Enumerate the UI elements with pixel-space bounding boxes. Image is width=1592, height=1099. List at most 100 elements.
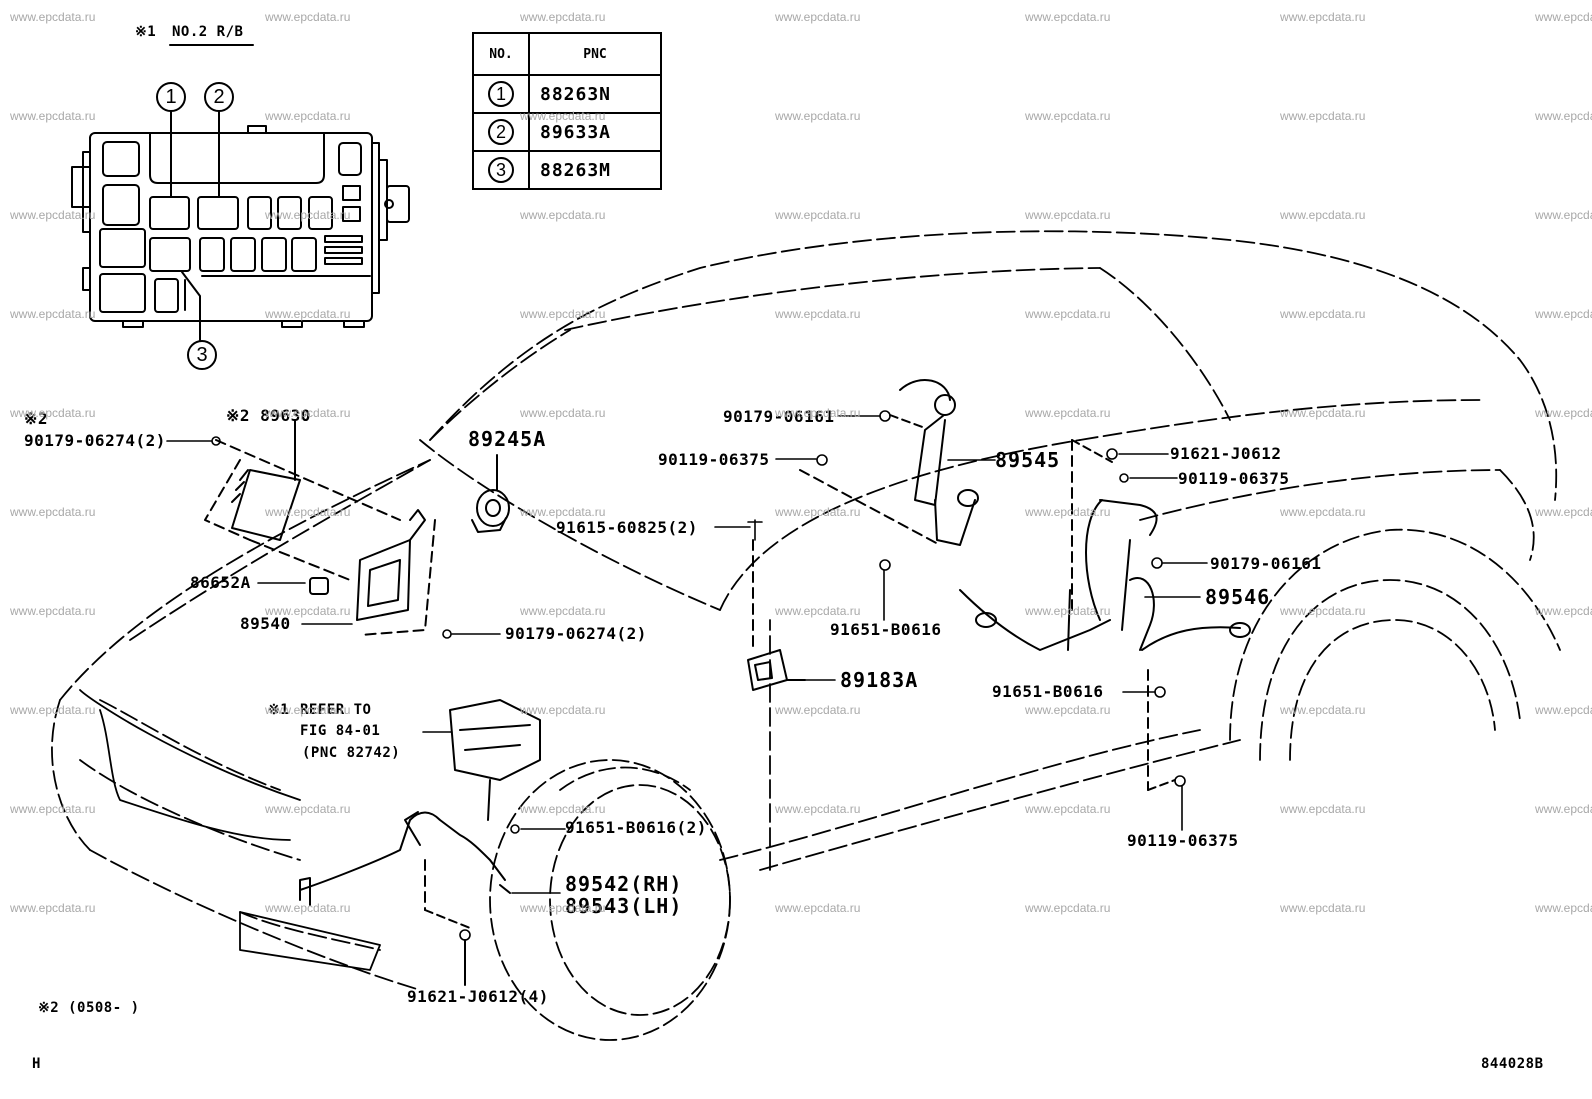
part-label-90119-06375-top[interactable]: 90119-06375 <box>658 450 770 469</box>
pnc-value[interactable]: 88263N <box>528 74 662 114</box>
part-label-89630[interactable]: ※2 89630 <box>226 406 311 425</box>
watermark-text: www.epcdata.ru <box>775 307 861 321</box>
part-label-89183A[interactable]: 89183A <box>840 668 919 692</box>
part-label-89542-rh[interactable]: 89542(RH) <box>565 872 683 896</box>
watermark-text: www.epcdata.ru <box>1535 604 1592 618</box>
part-label-86652A[interactable]: 86652A <box>190 573 251 592</box>
part-label-91621-J0612-top[interactable]: 91621-J0612 <box>1170 444 1282 463</box>
pnc-value[interactable]: 88263M <box>528 150 662 190</box>
watermark-text: www.epcdata.ru <box>265 109 351 123</box>
part-label-90119-06375-right[interactable]: 90119-06375 <box>1178 469 1290 488</box>
part-label-91651-B0616-mid[interactable]: 91651-B0616 <box>830 620 942 639</box>
watermark-text: www.epcdata.ru <box>1280 505 1366 519</box>
region-code: H <box>32 1056 41 1072</box>
part-label-89543-lh[interactable]: 89543(LH) <box>565 894 683 918</box>
watermark-text: www.epcdata.ru <box>1280 703 1366 717</box>
footnote-date-range: ※2 (0508- ) <box>38 1000 140 1016</box>
leader-lines <box>166 415 1208 894</box>
front-wheel <box>489 759 731 1041</box>
harness-89542-drawing <box>299 811 511 986</box>
watermark-text: www.epcdata.ru <box>520 307 606 321</box>
harness-89546-drawing <box>959 439 1251 791</box>
headlight <box>79 689 381 971</box>
pnc-table: NO. PNC 1 88263N 2 89633A 3 88263M <box>472 32 662 190</box>
watermark-text: www.epcdata.ru <box>775 109 861 123</box>
watermark-text: www.epcdata.ru <box>1535 307 1592 321</box>
watermark-text: www.epcdata.ru <box>1025 505 1111 519</box>
watermark-text: www.epcdata.ru <box>775 802 861 816</box>
watermark-text: www.epcdata.ru <box>10 406 96 420</box>
watermark-text: www.epcdata.ru <box>10 307 96 321</box>
part-label-90179-06161-right[interactable]: 90179-06161 <box>1210 554 1322 573</box>
part-label-91651-B0616-front[interactable]: 91651-B0616(2) <box>565 818 707 837</box>
title-note: ※1 <box>135 24 157 40</box>
watermark-text: www.epcdata.ru <box>775 10 861 24</box>
watermark-text: www.epcdata.ru <box>1535 406 1592 420</box>
watermark-text: www.epcdata.ru <box>520 901 606 915</box>
watermark-text: www.epcdata.ru <box>265 505 351 519</box>
watermark-text: www.epcdata.ru <box>520 406 606 420</box>
watermark-text: www.epcdata.ru <box>265 307 351 321</box>
watermark-text: www.epcdata.ru <box>265 208 351 222</box>
callout-1[interactable]: 1 <box>156 82 186 112</box>
watermark-text: www.epcdata.ru <box>265 802 351 816</box>
watermark-text: www.epcdata.ru <box>265 604 351 618</box>
part-label-91621-J0612-front[interactable]: 91621-J0612(4) <box>407 987 549 1006</box>
watermark-text: www.epcdata.ru <box>10 901 96 915</box>
watermark-text: www.epcdata.ru <box>775 901 861 915</box>
refer-line-2[interactable]: FIG 84-01 <box>300 723 381 739</box>
harness-89545-drawing <box>799 379 979 546</box>
watermark-text: www.epcdata.ru <box>520 109 606 123</box>
part-label-90179-06274-top[interactable]: 90179-06274(2) <box>24 431 166 450</box>
table-row[interactable]: 2 89633A <box>472 112 662 152</box>
watermark-text: www.epcdata.ru <box>10 505 96 519</box>
car-body-outline <box>51 230 1558 991</box>
part-label-90179-06274-bottom[interactable]: 90179-06274(2) <box>505 624 647 643</box>
figure-code: 844028B <box>1481 1056 1544 1072</box>
watermark-text: www.epcdata.ru <box>10 604 96 618</box>
watermark-text: www.epcdata.ru <box>775 406 861 420</box>
part-label-91615-60825[interactable]: 91615-60825(2) <box>556 518 698 537</box>
part-label-89245A[interactable]: 89245A <box>468 427 547 451</box>
rear-wheel <box>1229 528 1561 761</box>
part-label-90179-06161-top[interactable]: 90179-06161 <box>723 407 835 426</box>
diagram-title: NO.2 R/B <box>172 24 244 40</box>
watermark-text: www.epcdata.ru <box>10 802 96 816</box>
header-pnc: PNC <box>528 32 662 76</box>
watermark-text: www.epcdata.ru <box>1025 901 1111 915</box>
table-row[interactable]: 3 88263M <box>472 150 662 190</box>
pnc-value[interactable]: 89633A <box>528 112 662 152</box>
part-label-91651-B0616-right[interactable]: 91651-B0616 <box>992 682 1104 701</box>
watermark-text: www.epcdata.ru <box>1535 703 1592 717</box>
relay-block-installed-drawing <box>449 699 541 821</box>
watermark-text: www.epcdata.ru <box>1025 109 1111 123</box>
watermark-text: www.epcdata.ru <box>775 208 861 222</box>
part-label-89540[interactable]: 89540 <box>240 614 291 633</box>
watermark-text: www.epcdata.ru <box>520 604 606 618</box>
relay-block-drawing <box>71 109 410 341</box>
ecu-89540-drawing <box>309 509 436 636</box>
watermark-text: www.epcdata.ru <box>10 109 96 123</box>
part-label-90119-06375-bottom[interactable]: 90119-06375 <box>1127 831 1239 850</box>
part-label-89545[interactable]: 89545 <box>995 448 1061 472</box>
refer-line-3: (PNC 82742) <box>302 745 401 761</box>
callout-2[interactable]: 2 <box>204 82 234 112</box>
watermark-text: www.epcdata.ru <box>1280 307 1366 321</box>
watermark-text: www.epcdata.ru <box>265 901 351 915</box>
watermark-text: www.epcdata.ru <box>775 505 861 519</box>
watermark-text: www.epcdata.ru <box>1025 208 1111 222</box>
module-89630-drawing <box>204 419 401 581</box>
callout-3[interactable]: 3 <box>187 340 217 370</box>
watermark-text: www.epcdata.ru <box>10 703 96 717</box>
watermark-text: www.epcdata.ru <box>1280 802 1366 816</box>
fasteners <box>211 410 1186 941</box>
watermark-text: www.epcdata.ru <box>1280 10 1366 24</box>
watermark-text: www.epcdata.ru <box>1280 901 1366 915</box>
watermark-text: www.epcdata.ru <box>1535 10 1592 24</box>
part-label-89546[interactable]: 89546 <box>1205 585 1271 609</box>
watermark-text: www.epcdata.ru <box>1535 505 1592 519</box>
watermark-text: www.epcdata.ru <box>10 10 96 24</box>
part-note-90179-06274: ※2 <box>24 409 49 428</box>
table-row[interactable]: 1 88263N <box>472 74 662 114</box>
